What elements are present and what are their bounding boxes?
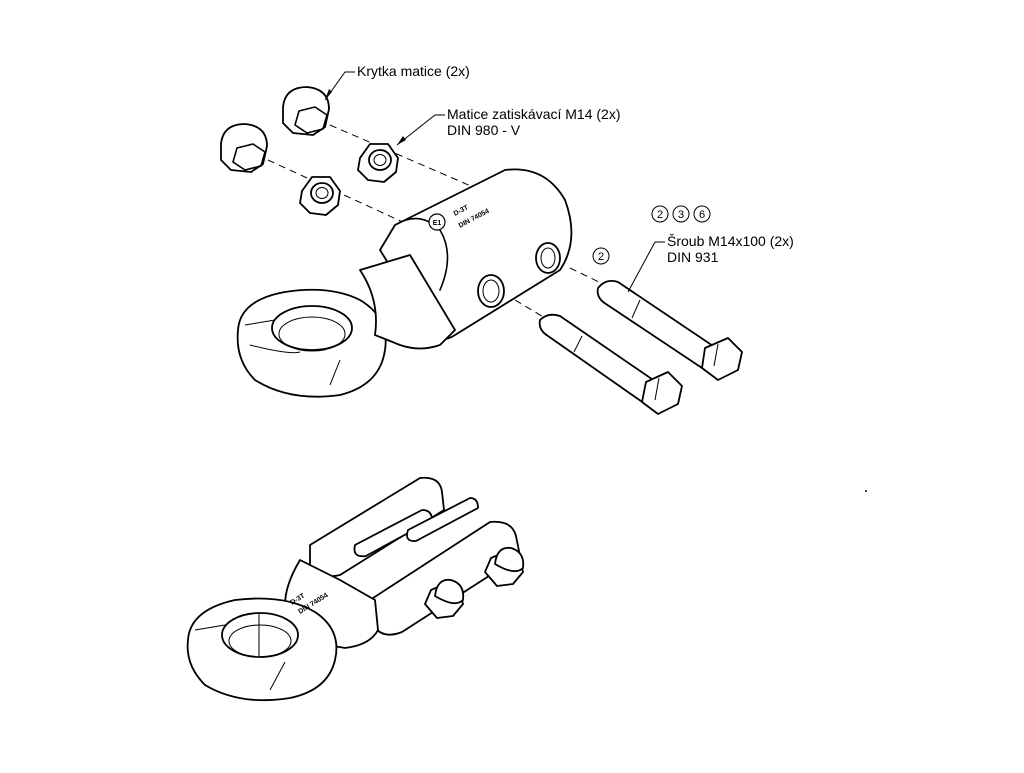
callout-lock-nut-line1: Matice zatiskávací M14 (2x)	[447, 106, 621, 122]
bolt-1	[596, 279, 743, 381]
assembled-view: D-3T DIN 74054	[186, 476, 525, 702]
item-balloon-group-bolts: 2 3 6	[651, 205, 711, 223]
callout-lock-nut-line2: DIN 980 - V	[447, 122, 521, 138]
svg-text:2: 2	[598, 251, 604, 263]
callout-bolt-line1: Šroub M14x100 (2x)	[667, 233, 794, 249]
nut-cap-2	[220, 123, 268, 173]
callout-nut-cap: Krytka matice (2x)	[357, 63, 470, 79]
bolt-2	[538, 313, 683, 415]
callout-bolt-line2: DIN 931	[667, 249, 719, 265]
lock-nut-1	[357, 143, 399, 183]
e-mark-upper: E1	[428, 213, 446, 231]
leader-lines	[324, 71, 665, 293]
item-number-6: 6	[699, 209, 705, 221]
acorn-nut-front-1	[424, 578, 465, 619]
svg-text:E1: E1	[433, 220, 442, 227]
exploded-view: E1 D-3T DIN 74054	[220, 63, 794, 415]
assembly-axis-lines	[267, 124, 606, 319]
item-number-3: 3	[678, 209, 684, 221]
nut-cap-1	[282, 86, 330, 136]
drawbar-eye-upper: E1 D-3T DIN 74054	[236, 168, 573, 398]
item-number-2: 2	[657, 209, 663, 221]
item-balloon-single: 2	[592, 247, 610, 265]
acorn-nut-front-2	[484, 546, 525, 587]
stray-mark	[865, 490, 867, 492]
lock-nut-2	[299, 176, 341, 216]
